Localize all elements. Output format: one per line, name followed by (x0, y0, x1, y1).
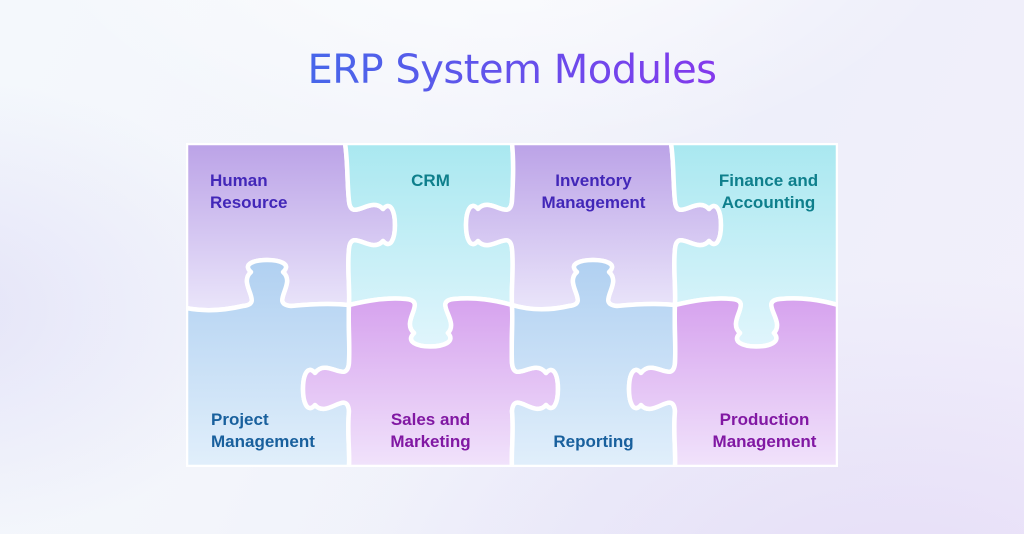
module-label-crm: CRM (411, 171, 450, 190)
puzzle-diagram: Human Resource CRM Inventory Management … (186, 143, 838, 467)
puzzle-pieces-graphic (186, 143, 838, 467)
module-label-project-management: Project Management (211, 410, 315, 451)
puzzle-piece-production-management (626, 296, 838, 467)
module-label-inventory-management: Inventory Management (541, 171, 646, 212)
module-label-human-resource: Human Resource (210, 171, 288, 212)
page-title: ERP System Modules (0, 47, 1024, 93)
module-label-reporting: Reporting (553, 432, 634, 451)
module-label-production-management: Production Management (712, 410, 817, 451)
module-label-sales-marketing: Sales and Marketing (390, 410, 471, 451)
module-label-finance-accounting: Finance and Accounting (718, 171, 819, 212)
